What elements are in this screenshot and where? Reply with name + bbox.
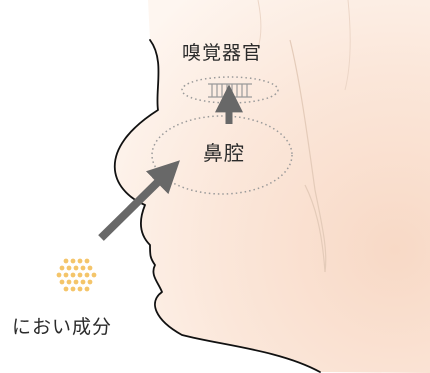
odor-particles-icon [57,259,97,292]
olfactory-organ-label: 嗅覚器官 [182,44,262,63]
face-skin [115,0,430,373]
nasal-cavity-label: 鼻腔 [203,143,245,163]
odor-components-label: におい成分 [12,318,112,337]
